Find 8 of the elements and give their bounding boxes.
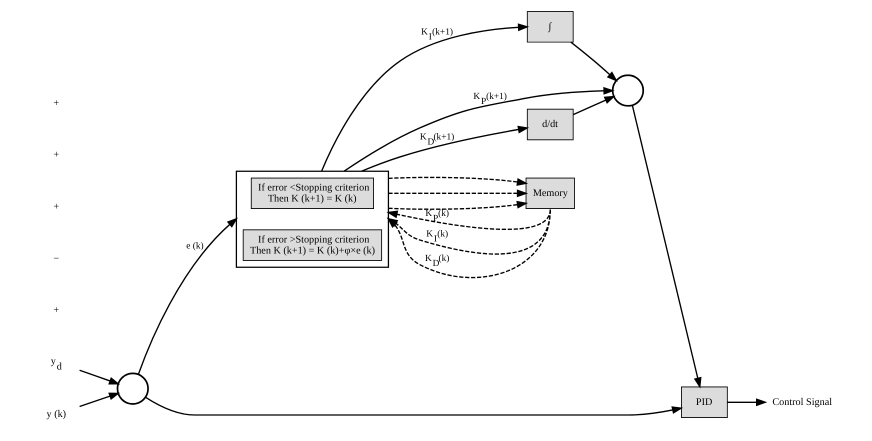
label: + bbox=[53, 98, 60, 109]
node-text: y (k) bbox=[46, 408, 66, 420]
node-text: Control Signal bbox=[772, 396, 832, 408]
label: + bbox=[53, 150, 60, 161]
label: − bbox=[53, 253, 60, 264]
label: + bbox=[53, 305, 60, 316]
label: + bbox=[53, 202, 60, 213]
edge-label: e (k) bbox=[186, 241, 204, 252]
